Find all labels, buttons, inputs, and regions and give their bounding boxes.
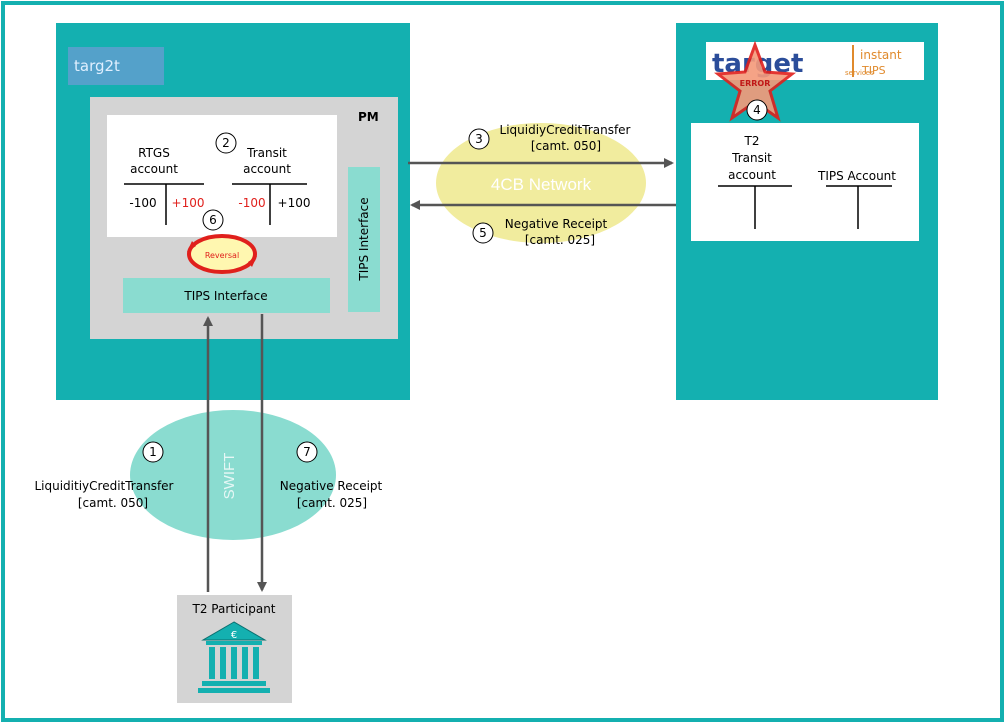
t2-transit-label-2: Transit (731, 151, 772, 165)
svg-text:instant: instant (860, 48, 902, 62)
msg7-line1: Negative Receipt (280, 479, 383, 493)
error-label: ERROR (740, 79, 771, 88)
msg7-line2: [camt. 025] (297, 496, 367, 510)
4cb-network-ellipse (436, 123, 646, 243)
step-3-marker: 3 (468, 128, 490, 150)
swift-label: SWIFT (221, 453, 238, 500)
pm-label: PM (358, 110, 379, 124)
tips-interface-vertical-label: TIPS Interface (357, 197, 371, 281)
rtgs-account-label-1: RTGS (138, 146, 170, 160)
step-2-marker: 2 (215, 132, 237, 154)
msg3-line1: LiquidiyCreditTransfer (500, 123, 631, 137)
svg-text:TIPS: TIPS (861, 64, 886, 77)
step-7-marker: 7 (296, 441, 318, 463)
tips-accounts-panel (691, 123, 919, 241)
transit-credit: +100 (278, 196, 311, 210)
tips-interface-vertical (348, 167, 380, 312)
svg-text:3: 3 (475, 132, 483, 146)
rtgs-credit: +100 (172, 196, 205, 210)
svg-text:7: 7 (303, 445, 311, 459)
tips-interface-horizontal (123, 278, 330, 313)
4cb-network-label: 4CB Network (491, 175, 592, 194)
msg1-line2: [camt. 050] (78, 496, 148, 510)
participant-label: T2 Participant (191, 602, 275, 616)
msg1-line1: LiquiditiyCreditTransfer (34, 479, 173, 493)
rtgs-debit: -100 (129, 196, 156, 210)
transit-account-label-2: account (243, 162, 291, 176)
msg3-line2: [camt. 050] (531, 139, 601, 153)
tips-account-label: TIPS Account (817, 169, 896, 183)
svg-text:targ2t: targ2t (74, 57, 120, 75)
svg-text:1: 1 (149, 445, 157, 459)
euro-symbol: € (231, 630, 237, 641)
bank-icon: € (198, 621, 270, 693)
step-6-marker: 6 (202, 209, 224, 231)
svg-text:6: 6 (209, 213, 217, 227)
svg-text:services: services (845, 69, 874, 77)
reversal-label: Reversal (205, 251, 239, 260)
step-4-marker: 4 (746, 99, 768, 121)
target2-logo: targ2t (68, 47, 164, 85)
swift-ellipse (130, 410, 336, 540)
step-5-marker: 5 (472, 222, 494, 244)
svg-text:4: 4 (753, 103, 761, 117)
msg5-line2: [camt. 025] (525, 233, 595, 247)
t2-transit-label-1: T2 (744, 134, 760, 148)
reversal-icon: Reversal (187, 234, 257, 274)
svg-text:5: 5 (479, 226, 487, 240)
t2-transit-label-3: account (728, 168, 776, 182)
transit-account-label-1: Transit (246, 146, 287, 160)
step-1-marker: 1 (142, 441, 164, 463)
transit-debit: -100 (238, 196, 265, 210)
svg-text:2: 2 (222, 136, 230, 150)
rtgs-account-label-2: account (130, 162, 178, 176)
msg5-line1: Negative Receipt (505, 217, 608, 231)
tips-interface-horizontal-label: TIPS Interface (183, 289, 267, 303)
